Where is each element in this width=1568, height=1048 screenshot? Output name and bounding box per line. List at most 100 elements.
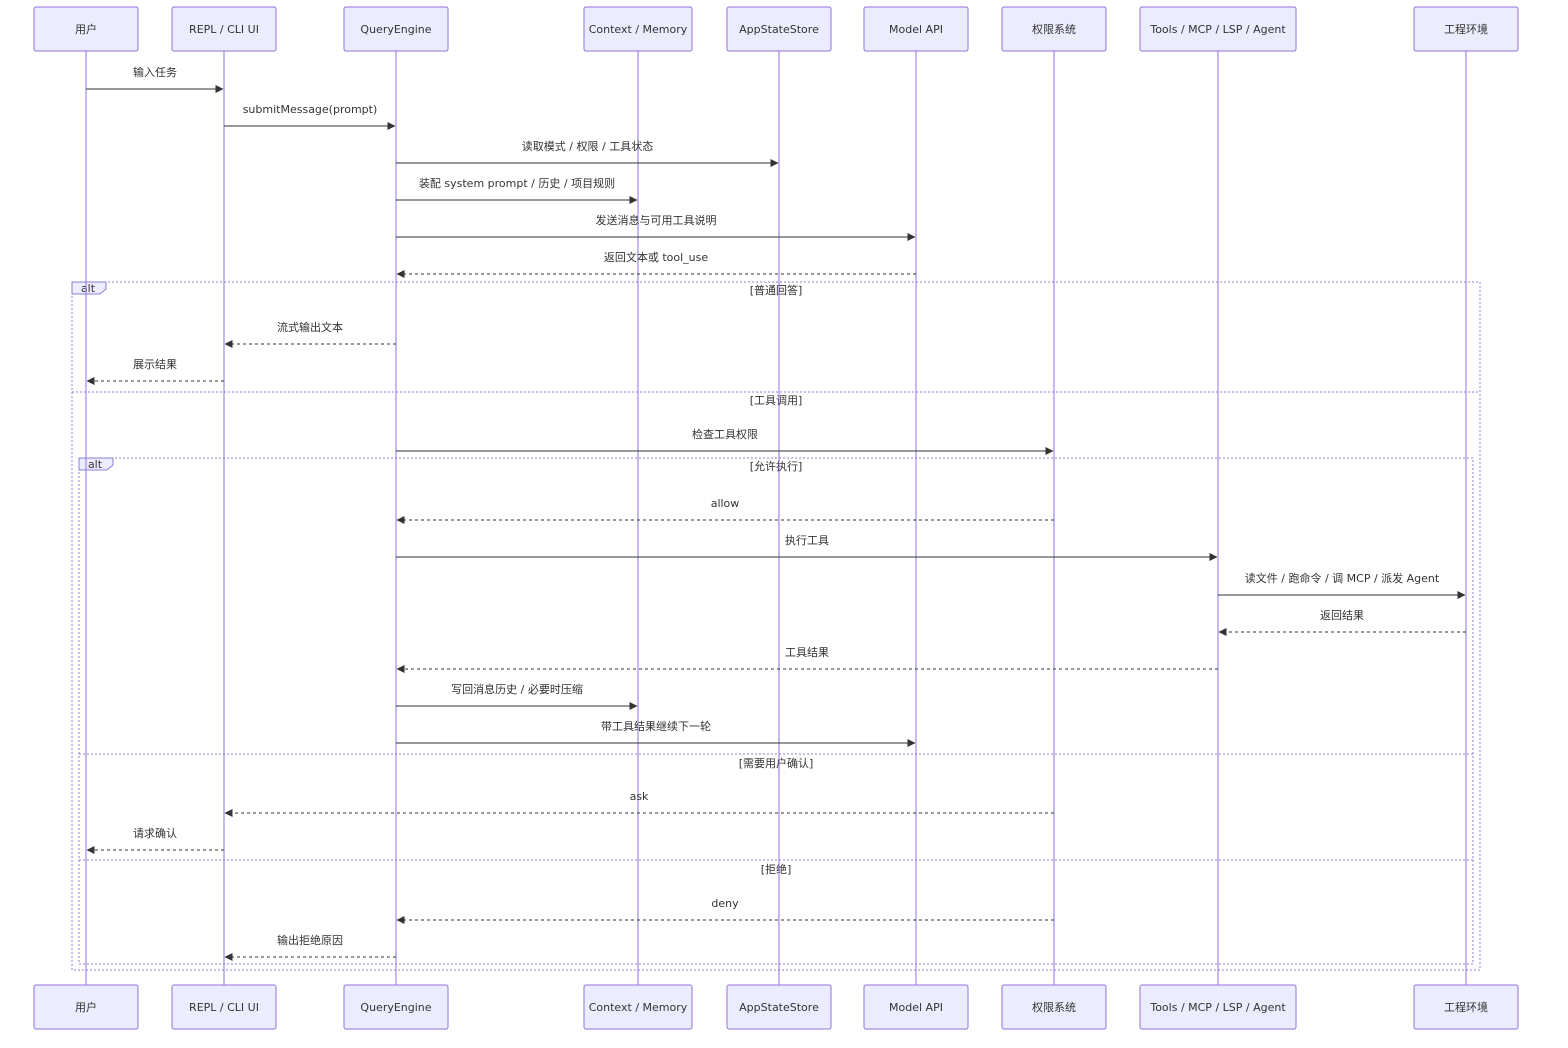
message: ask <box>224 790 1054 817</box>
actor-box <box>171 6 277 52</box>
actor-label: 工程环境 <box>1444 1000 1488 1014</box>
message-label: allow <box>711 497 740 510</box>
alt-condition: [需要用户确认] <box>739 756 814 770</box>
message-label: 返回文本或 tool_use <box>604 250 709 264</box>
actor-box <box>33 984 139 1030</box>
actor-label: 工程环境 <box>1444 22 1488 36</box>
message-label: 返回结果 <box>1320 609 1364 622</box>
message: 写回消息历史 / 必要时压缩 <box>396 682 638 710</box>
actor-box <box>343 6 449 52</box>
message: 返回结果 <box>1218 609 1466 636</box>
message: 带工具结果继续下一轮 <box>396 719 916 747</box>
message-label: 写回消息历史 / 必要时压缩 <box>451 682 583 696</box>
message-label: 发送消息与可用工具说明 <box>596 213 717 227</box>
message-label: 流式输出文本 <box>277 320 343 334</box>
message: 读取模式 / 权限 / 工具状态 <box>396 139 779 167</box>
message-label: submitMessage(prompt) <box>243 103 378 116</box>
actor-label: REPL / CLI UI <box>189 23 259 36</box>
message: 返回文本或 tool_use <box>396 250 916 278</box>
message-label: 执行工具 <box>785 533 829 547</box>
message: 执行工具 <box>396 533 1218 561</box>
message: 输出拒绝原因 <box>224 933 396 961</box>
actor-perm-top: 权限系统 <box>1001 6 1107 52</box>
alt-condition: [工具调用] <box>750 394 803 407</box>
message: 流式输出文本 <box>224 320 396 348</box>
actor-label: 权限系统 <box>1032 23 1076 36</box>
actor-box <box>1139 984 1297 1030</box>
actor-label: QueryEngine <box>360 1001 431 1014</box>
actor-label: 权限系统 <box>1032 1001 1076 1014</box>
actor-user-top: 用户 <box>33 6 139 52</box>
actor-qe-top: QueryEngine <box>343 6 449 52</box>
message: 发送消息与可用工具说明 <box>396 213 916 241</box>
actor-store-bottom: AppStateStore <box>726 984 832 1030</box>
message-label: 读文件 / 跑命令 / 调 MCP / 派发 Agent <box>1245 571 1440 585</box>
message-label: 装配 system prompt / 历史 / 项目规则 <box>419 176 615 190</box>
actor-box <box>583 984 693 1030</box>
actor-tools-bottom: Tools / MCP / LSP / Agent <box>1139 984 1297 1030</box>
actor-box <box>1001 984 1107 1030</box>
actor-label: REPL / CLI UI <box>189 1001 259 1014</box>
actor-box <box>1001 6 1107 52</box>
actor-label: 用户 <box>75 1000 97 1014</box>
actor-env-top: 工程环境 <box>1413 6 1519 52</box>
message-label: 请求确认 <box>133 827 177 840</box>
actor-box <box>726 6 832 52</box>
alt-frame-border <box>78 457 1474 965</box>
alt-keyword: alt <box>81 282 96 295</box>
actor-label: Model API <box>889 1001 943 1014</box>
alt-condition: [拒绝] <box>761 862 792 876</box>
actor-box <box>1413 6 1519 52</box>
message: 工具结果 <box>396 646 1218 673</box>
alt-condition: [普通回答] <box>750 283 803 297</box>
actor-ctx-top: Context / Memory <box>583 6 693 52</box>
actor-model-top: Model API <box>863 6 969 52</box>
message: 检查工具权限 <box>396 427 1054 455</box>
message: allow <box>396 497 1054 524</box>
actor-box <box>33 6 139 52</box>
message: 装配 system prompt / 历史 / 项目规则 <box>396 176 638 204</box>
message: submitMessage(prompt) <box>224 103 396 130</box>
message-label: 输出拒绝原因 <box>277 933 343 947</box>
alt-frame-tab <box>71 281 107 295</box>
actor-env-bottom: 工程环境 <box>1413 984 1519 1030</box>
alt-frame: alt [普通回答] [工具调用] <box>71 281 1481 971</box>
actor-box <box>863 984 969 1030</box>
actor-box <box>726 984 832 1030</box>
alt-frame-tab <box>78 457 114 471</box>
message: 输入任务 <box>86 65 224 93</box>
actor-label: AppStateStore <box>739 1001 819 1014</box>
message-label: deny <box>711 897 739 910</box>
message: 请求确认 <box>86 827 224 854</box>
actor-repl-top: REPL / CLI UI <box>171 6 277 52</box>
actor-box <box>1413 984 1519 1030</box>
message-label: 展示结果 <box>133 358 177 371</box>
actor-box <box>171 984 277 1030</box>
actor-store-top: AppStateStore <box>726 6 832 52</box>
actor-label: QueryEngine <box>360 23 431 36</box>
actor-label: Model API <box>889 23 943 36</box>
actor-label: Tools / MCP / LSP / Agent <box>1149 1001 1286 1014</box>
message: deny <box>396 897 1054 924</box>
actor-ctx-bottom: Context / Memory <box>583 984 693 1030</box>
message: 展示结果 <box>86 358 224 385</box>
message: 读文件 / 跑命令 / 调 MCP / 派发 Agent <box>1218 571 1466 599</box>
actor-tools-top: Tools / MCP / LSP / Agent <box>1139 6 1297 52</box>
actor-label: Context / Memory <box>589 23 688 36</box>
message-label: 带工具结果继续下一轮 <box>601 719 711 733</box>
actor-model-bottom: Model API <box>863 984 969 1030</box>
message-label: 读取模式 / 权限 / 工具状态 <box>522 139 653 153</box>
actor-label: Context / Memory <box>589 1001 688 1014</box>
actor-box <box>1139 6 1297 52</box>
actor-user-bottom: 用户 <box>33 984 139 1030</box>
actor-label: Tools / MCP / LSP / Agent <box>1149 23 1286 36</box>
message-label: ask <box>630 790 649 803</box>
actor-qe-bottom: QueryEngine <box>343 984 449 1030</box>
alt-keyword: alt <box>88 458 103 471</box>
actor-box <box>343 984 449 1030</box>
message-label: 输入任务 <box>133 65 177 79</box>
actor-perm-bottom: 权限系统 <box>1001 984 1107 1030</box>
actor-repl-bottom: REPL / CLI UI <box>171 984 277 1030</box>
message-label: 工具结果 <box>785 646 829 659</box>
